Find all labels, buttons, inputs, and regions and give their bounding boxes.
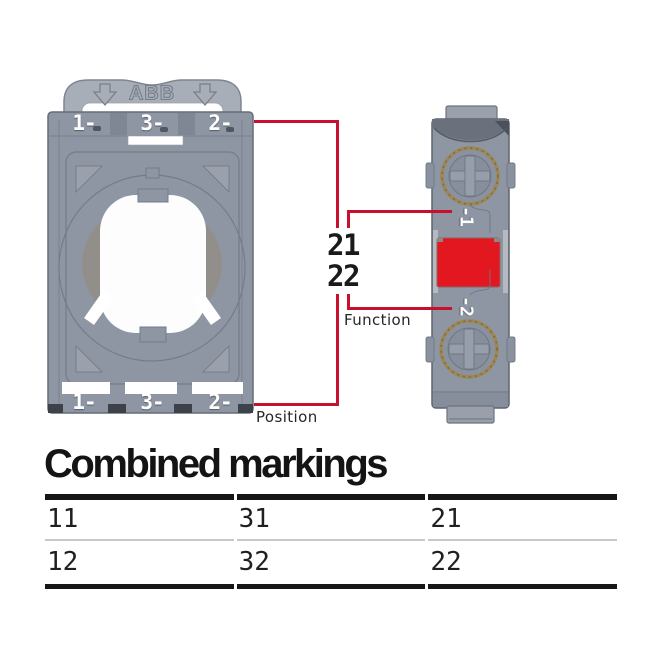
callout-line-position-bottom	[254, 403, 339, 406]
combined-marking-line-21: 21	[327, 228, 360, 262]
corner-chevron	[75, 165, 103, 193]
corner-mark	[437, 238, 443, 242]
diagonal-slot	[84, 291, 113, 325]
corner-mark	[494, 238, 500, 242]
holder-top-marking-3: 3-	[140, 111, 164, 135]
table-cell: 11	[45, 494, 234, 541]
top-notch	[127, 135, 184, 146]
table-cell: 12	[45, 541, 234, 589]
callout-line-position-top	[254, 120, 339, 123]
holder-bottom-marking-3: 3-	[140, 390, 164, 414]
side-ear	[506, 162, 516, 189]
table-cell: 32	[236, 541, 426, 589]
recess-line	[433, 127, 508, 143]
block-marking-minus1: -1	[455, 206, 477, 226]
function-label: Function	[344, 311, 412, 329]
callout-line-function-bottom-arm	[347, 307, 452, 310]
arrow-down-icon	[92, 83, 118, 107]
tab-gap	[178, 113, 195, 135]
bottom-slot	[192, 382, 243, 394]
abb-logo: ABB	[128, 82, 176, 105]
corner-chevron	[202, 165, 230, 193]
bottom-tab	[446, 405, 495, 424]
foot	[238, 404, 253, 413]
corner-chevron	[202, 345, 230, 373]
foot	[48, 404, 63, 413]
slot-hole	[226, 127, 234, 132]
frame-notch	[145, 167, 160, 179]
red-contact-button	[436, 237, 501, 288]
holder-top-marking-1: 1-	[72, 111, 96, 135]
corner-chevron	[75, 345, 103, 373]
combined-markings-table: 11 31 21 12 32 22	[42, 494, 620, 589]
bottom-tab	[139, 326, 167, 343]
corner-shadow	[495, 121, 509, 136]
tab-gap	[110, 113, 127, 135]
foot	[174, 404, 192, 413]
table-cell: 31	[236, 494, 426, 541]
screw-terminal-icon	[439, 319, 499, 379]
slot-hole	[160, 127, 168, 132]
combined-marking-callout: 21 22	[317, 228, 369, 294]
slot-hole	[93, 126, 101, 131]
diagonal-slot	[192, 291, 221, 325]
channel	[503, 230, 508, 293]
holder-bottom-marking-1: 1-	[72, 390, 96, 414]
table-row: 11 31 21	[45, 494, 617, 541]
bottom-slot	[125, 382, 177, 394]
arrow-down-icon	[192, 83, 218, 107]
foot	[108, 404, 126, 413]
holder-bottom-marking-2: 2-	[208, 390, 232, 414]
table-cell: 22	[428, 541, 617, 589]
contact-block-side-view-illustration	[425, 105, 516, 424]
side-ear	[425, 162, 435, 189]
side-ear	[425, 336, 435, 363]
bottom-slot	[62, 382, 110, 394]
center-cutout	[100, 195, 206, 333]
top-recess	[432, 119, 509, 141]
position-label: Position	[256, 408, 318, 426]
holder-top-marking-2: 2-	[208, 111, 232, 135]
channel	[433, 230, 438, 293]
seam	[469, 269, 491, 296]
holder-front-view-illustration	[47, 79, 254, 414]
combined-marking-line-22: 22	[327, 259, 360, 293]
screw-terminal-icon	[440, 146, 500, 206]
bottom-band	[433, 393, 508, 407]
side-ear	[506, 336, 516, 363]
callout-line-function-top-arm	[347, 210, 452, 213]
block-marking-minus2: -2	[455, 296, 477, 316]
table-cell: 21	[428, 494, 617, 541]
top-tab	[137, 188, 169, 203]
section-heading: Combined markings	[44, 442, 389, 486]
table-row: 12 32 22	[45, 541, 617, 589]
seam	[469, 204, 491, 233]
